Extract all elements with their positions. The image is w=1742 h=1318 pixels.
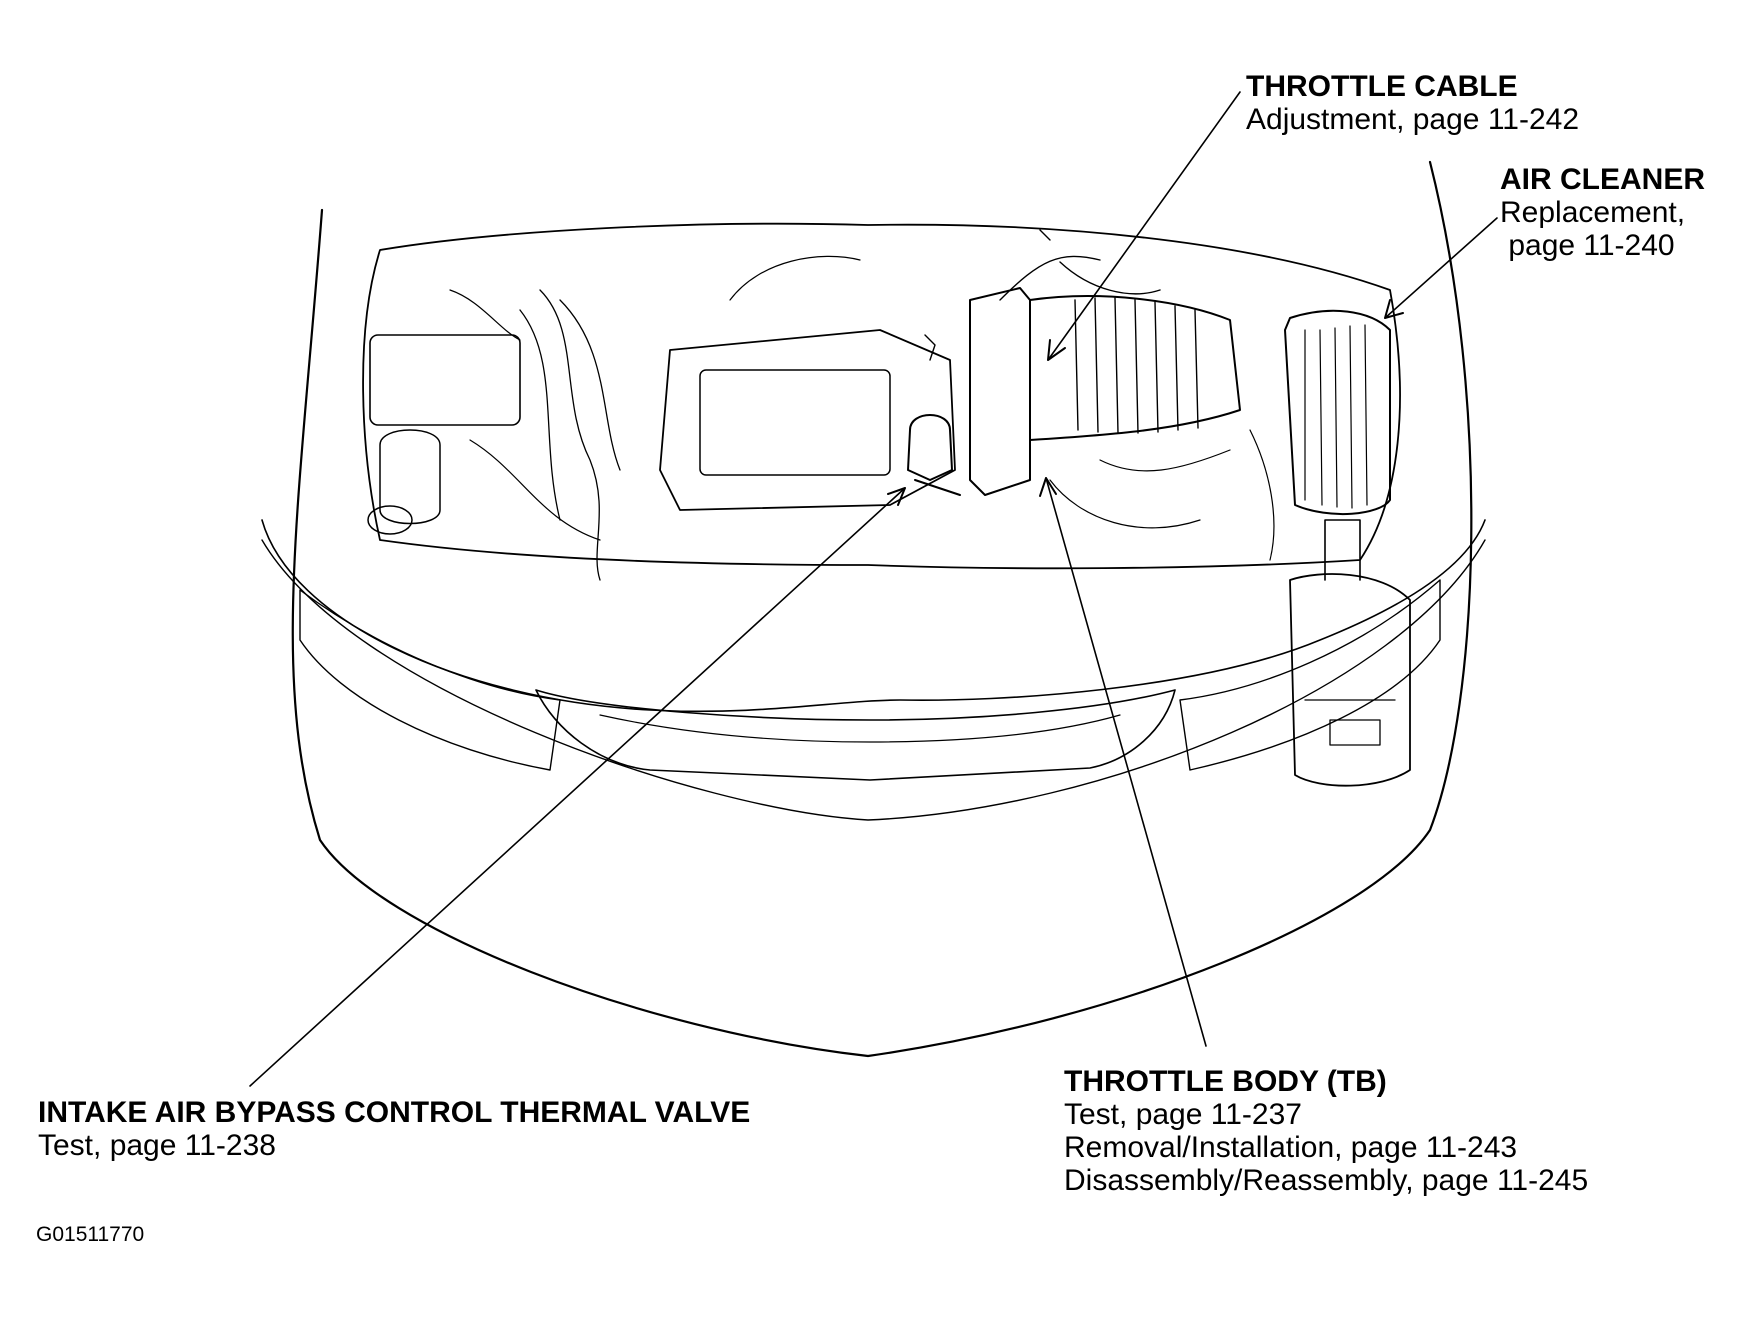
throttle-cable-path bbox=[999, 255, 1161, 301]
throttle-body-test-ref: Test, page 11-237 bbox=[1064, 1098, 1302, 1131]
throttle-cable-adjustment-ref: Adjustment, page 11-242 bbox=[1246, 103, 1580, 136]
thermal-valve-callout: INTAKE AIR BYPASS CONTROL THERMAL VALVE … bbox=[38, 1096, 750, 1162]
right-headlight bbox=[1179, 579, 1441, 771]
washer-detail bbox=[1304, 699, 1396, 746]
throttle-body bbox=[969, 287, 1031, 496]
thermal-valve bbox=[907, 414, 961, 496]
leader-thermal-valve-arrow bbox=[887, 487, 906, 506]
throttle-body-disassembly-ref: Disassembly/Reassembly, page 11-245 bbox=[1064, 1164, 1589, 1197]
washer-neck bbox=[1324, 519, 1361, 581]
washer-tank bbox=[1289, 573, 1411, 787]
left-wiring bbox=[449, 289, 601, 541]
left-hoses bbox=[519, 289, 621, 581]
throttle-body-callout: THROTTLE BODY (TB) Test, page 11-237 Rem… bbox=[1064, 1065, 1588, 1197]
throttle-body-removal-ref: Removal/Installation, page 11-243 bbox=[1064, 1131, 1518, 1164]
throttle-cable-callout: THROTTLE CABLE Adjustment, page 11-242 bbox=[1246, 70, 1579, 136]
thermal-valve-test-ref: Test, page 11-238 bbox=[38, 1129, 276, 1162]
grille-opening bbox=[535, 689, 1176, 781]
engine-cover-panel bbox=[699, 369, 891, 476]
engine-bay-edge bbox=[362, 222, 1401, 570]
leader-throttle-cable-arrow bbox=[1047, 339, 1066, 361]
sensor-connector bbox=[924, 229, 1051, 361]
air-cleaner-page-ref: page 11-240 bbox=[1500, 229, 1675, 262]
bumper-lower-line bbox=[261, 539, 1486, 821]
leader-throttle-cable bbox=[1047, 91, 1241, 361]
brake-reservoir bbox=[379, 429, 441, 525]
air-cleaner-ribs bbox=[1304, 324, 1368, 509]
figure-id: G01511770 bbox=[36, 1223, 145, 1246]
leader-thermal-valve bbox=[249, 487, 906, 1087]
engine-cover bbox=[659, 329, 956, 511]
air-cleaner-title: AIR CLEANER bbox=[1500, 163, 1706, 196]
leader-throttle-body bbox=[1045, 477, 1207, 1047]
hood-outline bbox=[291, 160, 1473, 1058]
leader-air-cleaner bbox=[1384, 217, 1498, 319]
throttle-body-title: THROTTLE BODY (TB) bbox=[1064, 1065, 1387, 1098]
air-cleaner-callout: AIR CLEANER Replacement, page 11-240 bbox=[1500, 163, 1705, 262]
intake-duct bbox=[1029, 295, 1241, 441]
reservoir-cap bbox=[367, 505, 413, 535]
bay-wiring bbox=[729, 255, 1275, 561]
throttle-cable-title: THROTTLE CABLE bbox=[1246, 70, 1518, 103]
air-cleaner-replacement-ref: Replacement, bbox=[1500, 196, 1686, 229]
grille-inner bbox=[599, 714, 1121, 743]
air-cleaner-box bbox=[1284, 309, 1391, 515]
leader-air-cleaner-arrow bbox=[1384, 299, 1404, 319]
leader-throttle-body-arrow bbox=[1039, 477, 1057, 497]
battery bbox=[369, 334, 521, 426]
thermal-valve-title: INTAKE AIR BYPASS CONTROL THERMAL VALVE bbox=[38, 1096, 751, 1129]
left-headlight bbox=[299, 589, 561, 771]
duct-ribs bbox=[1074, 297, 1199, 434]
